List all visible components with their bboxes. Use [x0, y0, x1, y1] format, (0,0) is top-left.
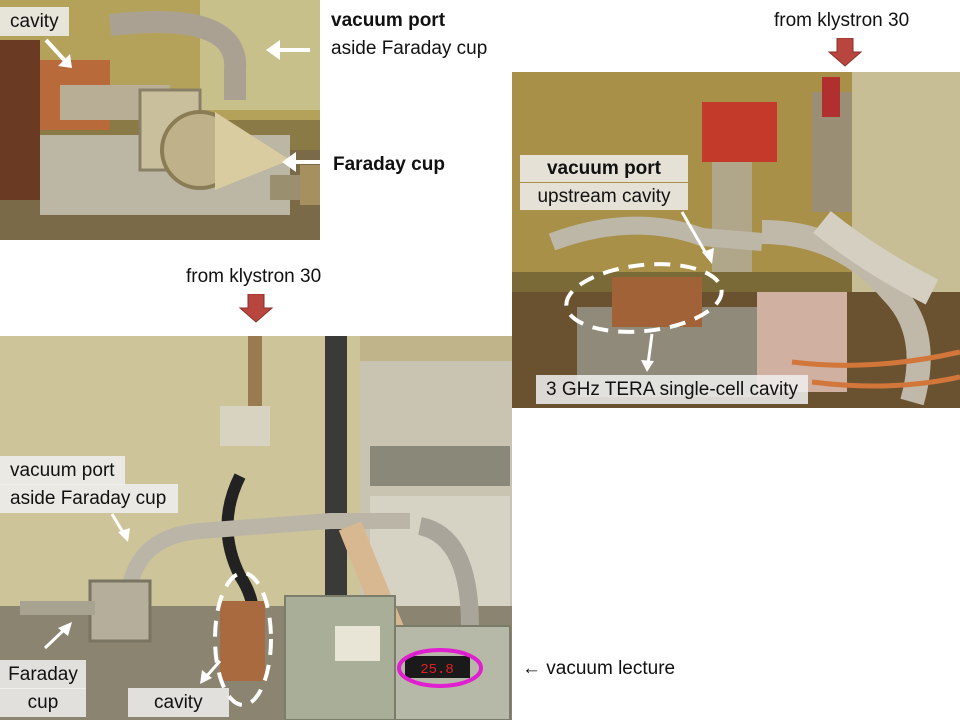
label-vacuum-port-right-1: vacuum port — [520, 155, 688, 182]
arrow-to-cavity-icon — [44, 38, 72, 68]
header-klystron-right: from klystron 30 — [774, 10, 910, 31]
vacuum-display-reading: 25.8 — [420, 662, 454, 678]
photo-tera-cavity — [512, 72, 960, 408]
down-arrow-right-icon — [827, 38, 863, 67]
label-faraday-cup-top: Faraday cup — [333, 154, 445, 175]
arrow-to-vacuum-port-top-icon — [266, 40, 310, 60]
label-vacuum-lecture: ← vacuum lecture — [522, 658, 676, 679]
label-tera-cavity: 3 GHz TERA single-cell cavity — [536, 375, 809, 404]
label-vacuum-port-bottom-2: aside Faraday cup — [0, 484, 179, 513]
down-arrow-bottom-icon — [238, 294, 274, 323]
label-cavity-bottom: cavity — [128, 688, 229, 717]
header-klystron-bottom: from klystron 30 — [186, 266, 322, 287]
label-vacuum-port-top-2: aside Faraday cup — [331, 38, 488, 59]
label-faraday-bottom-1: Faraday — [0, 660, 86, 689]
label-faraday-bottom-2: cup — [0, 688, 86, 717]
arrow-to-faraday-cup-icon — [282, 152, 326, 172]
label-vacuum-port-bottom-1: vacuum port — [0, 456, 125, 485]
label-cavity-top: cavity — [0, 7, 69, 36]
label-vacuum-port-top-1: vacuum port — [331, 10, 446, 31]
photo-faraday-cup — [0, 0, 320, 240]
photo-full-setup: 25.8 — [0, 336, 512, 720]
label-vacuum-port-right-2: upstream cavity — [520, 183, 688, 210]
